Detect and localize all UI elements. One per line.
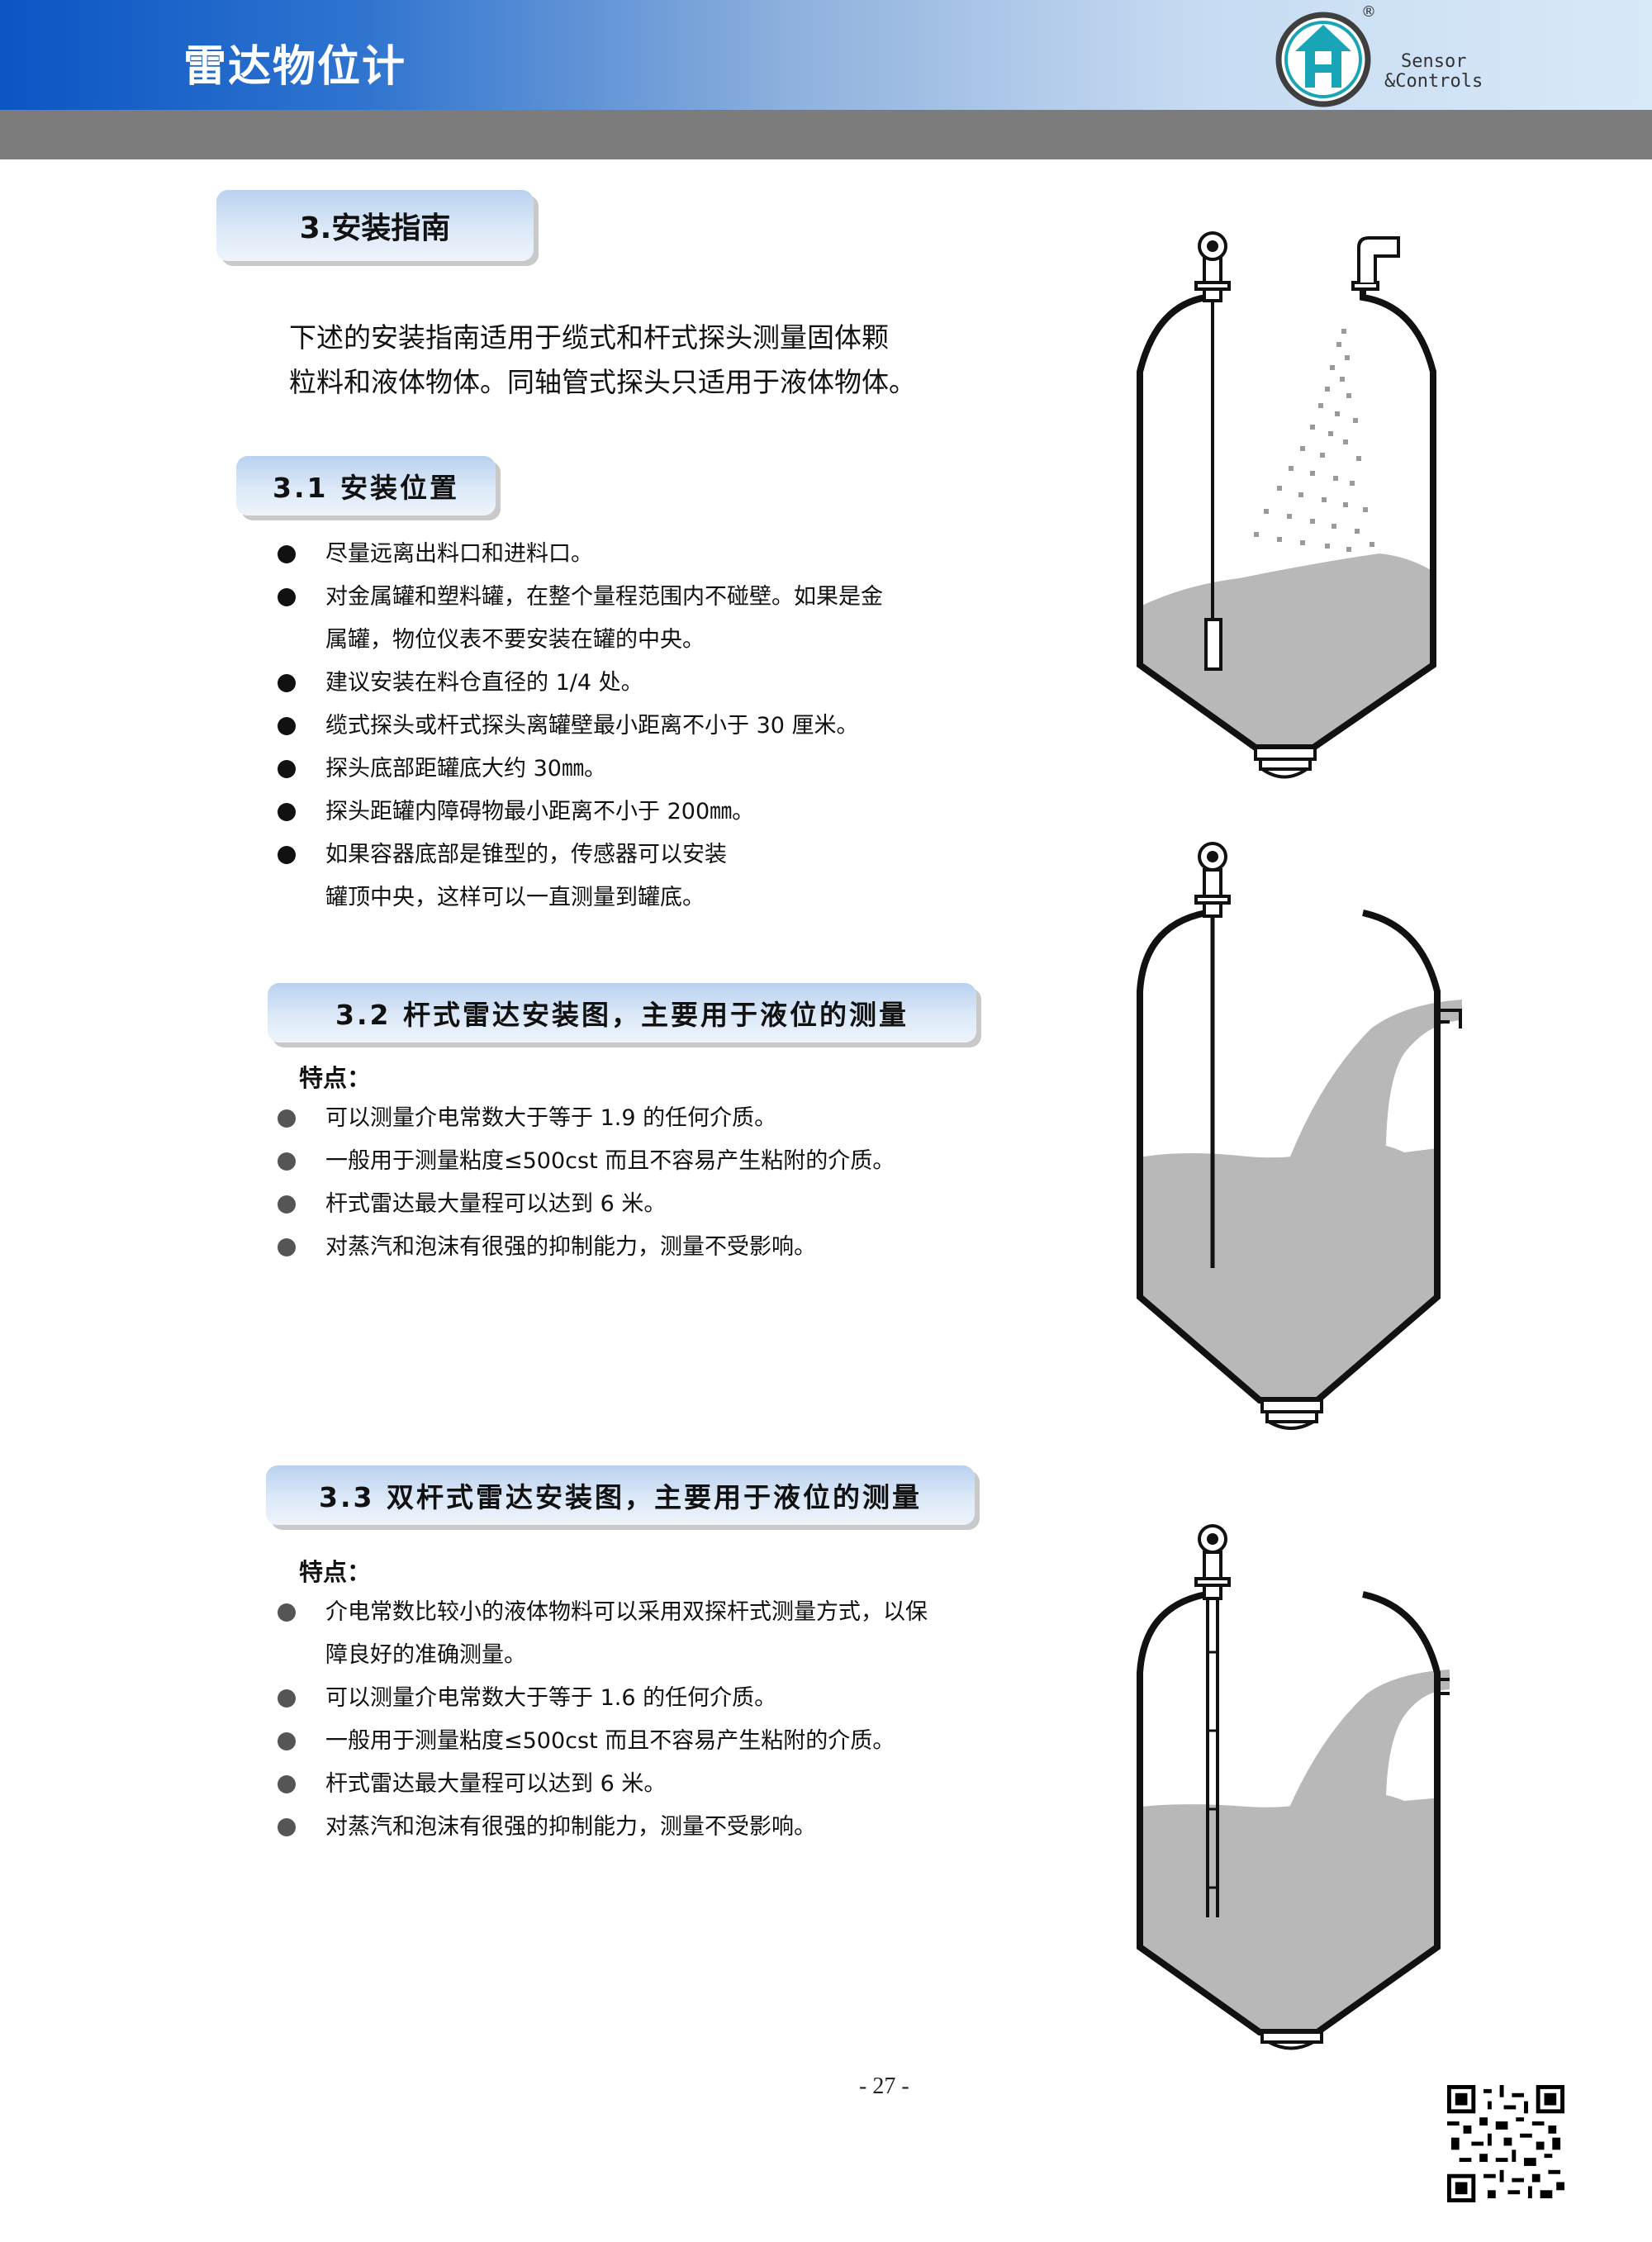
list-item-text: 如果容器底部是锥型的，传感器可以安装	[325, 842, 727, 867]
list-item: 缆式探头或杆式探头离罐壁最小距离不小于 30 厘米。	[278, 705, 1021, 748]
list-item: 对金属罐和塑料罐，在整个量程范围内不碰壁。如果是金属罐，物位仪表不要安装在罐的中…	[278, 576, 1021, 662]
logo-mark-icon	[1275, 12, 1371, 107]
subsection-heading-3-2: 3.2 杆式雷达安装图，主要用于液位的测量	[268, 983, 976, 1043]
bullet-icon	[278, 545, 296, 563]
list-item: 对蒸汽和泡沫有很强的抑制能力，测量不受影响。	[278, 1806, 1021, 1849]
list-item-text: 尽量远离出料口和进料口。	[325, 541, 593, 567]
qr-code-icon	[1447, 2085, 1564, 2202]
subsection-heading-3-1: 3.1 安装位置	[236, 456, 496, 515]
list-item: 建议安装在料仓直径的 1/4 处。	[278, 662, 1021, 705]
list-item-text: 障良好的准确测量。	[325, 1642, 526, 1668]
install-location-list: 尽量远离出料口和进料口。对金属罐和塑料罐，在整个量程范围内不碰壁。如果是金属罐，…	[278, 533, 1021, 919]
section-heading: 3.安装指南	[216, 190, 534, 261]
intro-line: 粒料和液体物体。同轴管式探头只适用于液体物体。	[289, 366, 916, 398]
list-item-text: 一般用于测量粘度≤500cst 而且不容易产生粘附的介质。	[325, 1148, 895, 1174]
features-label: 特点：	[299, 1064, 372, 1092]
list-item: 可以测量介电常数大于等于 1.9 的任何介质。	[278, 1097, 1021, 1140]
list-item-text: 缆式探头或杆式探头离罐壁最小距离不小于 30 厘米。	[325, 713, 859, 739]
bullet-icon	[278, 1152, 296, 1171]
list-item-text: 属罐，物位仪表不要安装在罐的中央。	[325, 627, 705, 653]
page-number: - 27 -	[859, 2073, 909, 2099]
features-label: 特点：	[299, 1558, 372, 1586]
twin-rod-radar-feature-list: 介电常数比较小的液体物料可以采用双探杆式测量方式，以保障良好的准确测量。可以测量…	[278, 1591, 1021, 1849]
list-item: 一般用于测量粘度≤500cst 而且不容易产生粘附的介质。	[278, 1720, 1021, 1763]
list-item: 杆式雷达最大量程可以达到 6 米。	[278, 1763, 1021, 1806]
bullet-icon	[278, 674, 296, 692]
list-item-text: 探头底部距罐底大约 30㎜。	[325, 756, 606, 781]
brand-logo: ® Sensor &Controls	[1272, 3, 1520, 107]
list-item-text: 罐顶中央，这样可以一直测量到罐底。	[325, 885, 705, 910]
bullet-icon	[278, 1238, 296, 1256]
list-item: 尽量远离出料口和进料口。	[278, 533, 1021, 576]
intro-text: 下述的安装指南适用于缆式和杆式探头测量固体颗 粒料和液体物体。同轴管式探头只适用…	[289, 316, 999, 405]
list-item: 介电常数比较小的液体物料可以采用双探杆式测量方式，以保障良好的准确测量。	[278, 1591, 1021, 1677]
bullet-icon	[278, 588, 296, 606]
falling-particles	[1254, 329, 1374, 552]
list-item-text: 介电常数比较小的液体物料可以采用双探杆式测量方式，以保	[325, 1599, 928, 1625]
bullet-icon	[278, 1195, 296, 1214]
list-item: 探头距罐内障碍物最小距离不小于 200㎜。	[278, 791, 1021, 834]
brand-controls: &Controls	[1384, 71, 1483, 92]
bullet-icon	[278, 1732, 296, 1750]
bullet-icon	[278, 846, 296, 864]
list-item-text: 探头距罐内障碍物最小距离不小于 200㎜。	[325, 799, 755, 824]
list-item: 如果容器底部是锥型的，传感器可以安装罐顶中央，这样可以一直测量到罐底。	[278, 834, 1021, 919]
list-item: 一般用于测量粘度≤500cst 而且不容易产生粘附的介质。	[278, 1140, 1021, 1183]
registered-mark: ®	[1361, 3, 1376, 21]
list-item-text: 杆式雷达最大量程可以达到 6 米。	[325, 1771, 667, 1797]
rod-probe-tank-illustration	[1137, 842, 1462, 1430]
bullet-icon	[278, 803, 296, 821]
list-item: 探头底部距罐底大约 30㎜。	[278, 748, 1021, 791]
page-title: 雷达物位计	[183, 42, 407, 92]
list-item: 对蒸汽和泡沫有很强的抑制能力，测量不受影响。	[278, 1226, 1021, 1269]
intro-line: 下述的安装指南适用于缆式和杆式探头测量固体颗	[289, 321, 889, 354]
list-item: 可以测量介电常数大于等于 1.6 的任何介质。	[278, 1677, 1021, 1720]
list-item-text: 一般用于测量粘度≤500cst 而且不容易产生粘附的介质。	[325, 1728, 895, 1754]
bullet-icon	[278, 1109, 296, 1128]
subsection-heading-3-3: 3.3 双杆式雷达安装图，主要用于液位的测量	[266, 1465, 975, 1525]
bullet-icon	[278, 1603, 296, 1622]
twin-rod-probe-tank-illustration	[1137, 1524, 1450, 2050]
list-item-text: 对金属罐和塑料罐，在整个量程范围内不碰壁。如果是金	[325, 584, 883, 610]
brand-sensor: Sensor	[1401, 51, 1467, 72]
header-bar: 雷达物位计	[0, 0, 1652, 110]
list-item-text: 杆式雷达最大量程可以达到 6 米。	[325, 1191, 667, 1217]
list-item: 杆式雷达最大量程可以达到 6 米。	[278, 1183, 1021, 1226]
bullet-icon	[278, 1818, 296, 1836]
list-item-text: 对蒸汽和泡沫有很强的抑制能力，测量不受影响。	[325, 1814, 816, 1840]
bullet-icon	[278, 1775, 296, 1793]
rod-radar-feature-list: 可以测量介电常数大于等于 1.9 的任何介质。一般用于测量粘度≤500cst 而…	[278, 1097, 1021, 1269]
bullet-icon	[278, 1689, 296, 1708]
bullet-icon	[278, 717, 296, 735]
list-item-text: 可以测量介电常数大于等于 1.6 的任何介质。	[325, 1685, 777, 1711]
cable-probe-silo-illustration	[1137, 231, 1436, 779]
header-grey-band	[0, 110, 1652, 159]
list-item-text: 可以测量介电常数大于等于 1.9 的任何介质。	[325, 1105, 777, 1131]
list-item-text: 对蒸汽和泡沫有很强的抑制能力，测量不受影响。	[325, 1234, 816, 1260]
list-item-text: 建议安装在料仓直径的 1/4 处。	[325, 670, 643, 696]
bullet-icon	[278, 760, 296, 778]
